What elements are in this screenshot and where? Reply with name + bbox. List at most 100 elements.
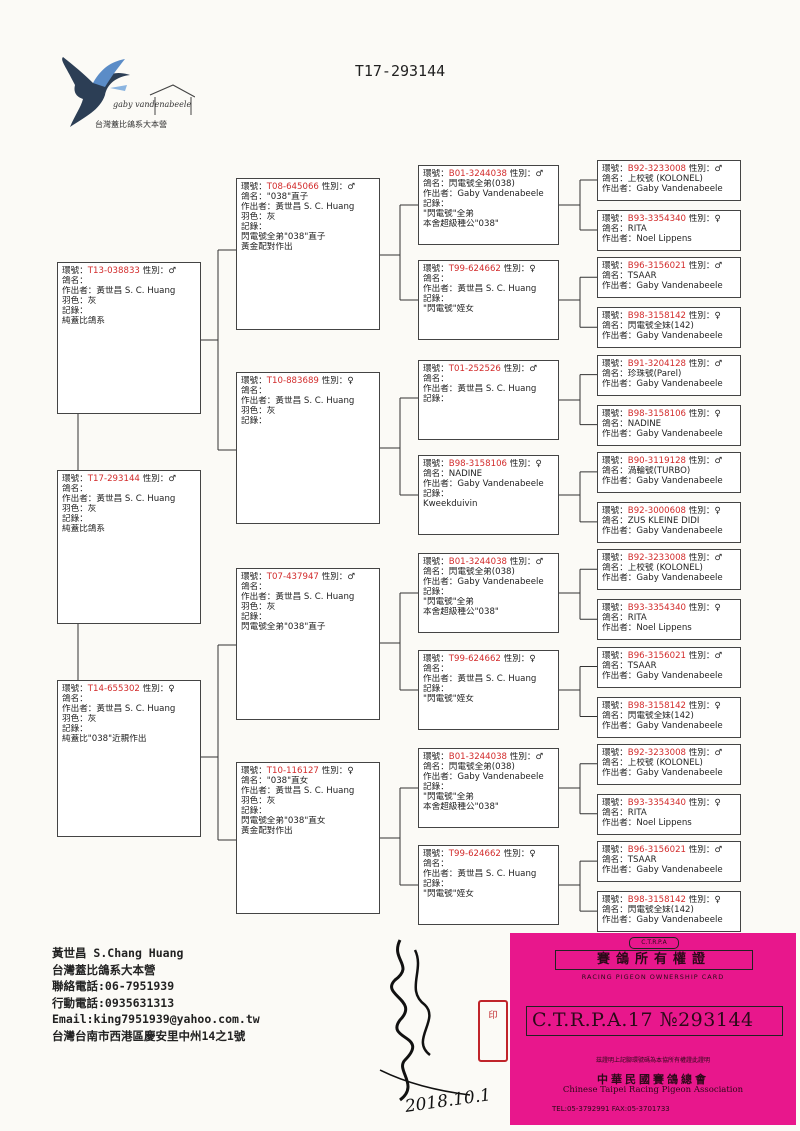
card-note: 純蓋比鴿系 [62, 316, 105, 326]
card-breeder-row: 作出者：Gaby Vandenabeele [602, 331, 723, 342]
card-name-row: 鴿名：TSAAR [602, 271, 657, 282]
card-name-row: 鴿名：RITA [602, 807, 647, 818]
card-record-row: 記錄： [423, 489, 449, 499]
card-color-row: 羽色：灰 [241, 212, 276, 222]
card-ring-row: 環號：B98-3158142 性別：♀ [602, 895, 721, 906]
pedigree-card: 環號：T10-116127 性別：♀鴿名："038"直女作出者：黃世昌 S. C… [236, 762, 380, 914]
card-ring-row: 環號：T10-883689 性別：♀ [241, 376, 354, 386]
card-note: 本舍超級種公"038" [423, 219, 499, 229]
card-record-row: 記錄： [423, 394, 449, 404]
card-breeder-row: 作出者：黃世昌 S. C. Huang [62, 286, 176, 296]
card-color-row: 羽色：灰 [62, 714, 97, 724]
card-name-row: 鴿名： [62, 484, 88, 494]
card-note: 閃電號全弟"038"直子 [241, 622, 326, 632]
card-note: 閃電號全弟"038"直子 [241, 232, 326, 242]
card-ring-row: 環號：T99-624662 性別：♀ [423, 654, 536, 664]
card-name-row: 鴿名：NADINE [423, 469, 483, 479]
card-name-row: 鴿名：渦輪號(TURBO) [602, 465, 691, 476]
card-breeder-row: 作出者：Gaby Vandenabeele [602, 720, 723, 731]
logo-script-text: gaby vandenabeele [113, 100, 191, 109]
card-name-row: 鴿名：TSAAR [602, 855, 657, 866]
certificate-notice: 茲證明上記腳環號碼為本協所有權證此證明 [595, 1057, 710, 1064]
card-record-row: 記錄： [423, 199, 449, 209]
certificate-title-en: RACING PIGEON OWNERSHIP CARD [581, 973, 725, 981]
certificate-number-box [526, 1006, 783, 1036]
signature-date: 2018.10.1 [403, 1085, 492, 1117]
pedigree-card: 環號：T99-624662 性別：♀鴿名：作出者：黃世昌 S. C. Huang… [418, 845, 559, 925]
card-name-row: 鴿名：閃電號全弟(038) [423, 179, 515, 189]
card-name-row: 鴿名：閃電號全妹(142) [602, 710, 694, 721]
card-breeder-row: 作出者：黃世昌 S. C. Huang [241, 396, 355, 406]
card-name-row: 鴿名：上校號 (KOLONEL) [602, 563, 703, 574]
card-ring-row: 環號：T14-655302 性別：♀ [62, 684, 175, 694]
card-name-row: 鴿名： [241, 582, 267, 592]
card-breeder-row: 作出者：Gaby Vandenabeele [602, 767, 723, 778]
card-record-row: 記錄： [62, 306, 88, 316]
card-note: 黃金配對作出 [241, 826, 293, 836]
card-note: "閃電號"姪女 [423, 889, 474, 899]
pedigree-card: 環號：B98-3158142 性別：♀鴿名：閃電號全妹(142)作出者：Gaby… [597, 696, 741, 738]
card-breeder-row: 作出者：Gaby Vandenabeele [602, 573, 723, 584]
card-record-row: 記錄： [241, 612, 267, 622]
card-note: 純蓋比鴿系 [62, 524, 105, 534]
card-ring-row: 環號：B92-3233008 性別：♂ [602, 164, 723, 174]
card-breeder-row: 作出者：Gaby Vandenabeele [602, 281, 723, 292]
card-name-row: 鴿名： [423, 859, 449, 869]
card-ring-row: 環號：B92-3000608 性別：♀ [602, 505, 721, 516]
card-ring-row: 環號：T01-252526 性別：♂ [423, 364, 538, 374]
card-name-row: 鴿名： [423, 274, 449, 284]
card-name-row: 鴿名：閃電號全弟(038) [423, 567, 515, 577]
card-ring-row: 環號：B92-3233008 性別：♂ [602, 553, 723, 564]
card-record-row: 記錄： [423, 294, 449, 304]
pedigree-card: 環號：B01-3244038 性別：♂鴿名：閃電號全弟(038)作出者：Gaby… [418, 165, 559, 245]
card-record-row: 記錄： [241, 416, 267, 426]
pedigree-card: 環號：B92-3233008 性別：♂鴿名：上校號 (KOLONEL)作出者：G… [597, 743, 741, 785]
card-name-row: 鴿名：閃電號全妹(142) [602, 905, 694, 916]
contact-email: Email:king7951939@yahoo.com.tw [52, 1012, 260, 1026]
card-breeder-row: 作出者：Gaby Vandenabeele [602, 475, 723, 486]
card-ring-row: 環號：T07-437947 性別：♂ [241, 572, 356, 582]
card-name-row: 鴿名：RITA [602, 224, 647, 234]
card-color-row: 羽色：灰 [241, 406, 276, 416]
card-ring-row: 環號：B01-3244038 性別：♂ [423, 557, 544, 567]
card-name-row: 鴿名：RITA [602, 613, 647, 624]
card-name-row: 鴿名： [423, 664, 449, 674]
card-name-row: 鴿名：上校號 (KOLONEL) [602, 174, 703, 184]
contact-block: 黃世昌 S.Chang Huang 台灣蓋比鴿系大本營 聯絡電話:06-7951… [52, 945, 260, 1044]
card-name-row: 鴿名： [62, 694, 88, 704]
card-color-row: 羽色：灰 [241, 602, 276, 612]
card-ring-row: 環號：B91-3204128 性別：♂ [602, 358, 723, 369]
card-name-row: 鴿名：NADINE [602, 418, 662, 429]
card-breeder-row: 作出者：Gaby Vandenabeele [602, 378, 723, 389]
card-note: Kweekduivin [423, 499, 478, 509]
card-ring-row: 環號：B93-3354340 性別：♀ [602, 214, 721, 224]
card-breeder-row: 作出者：Gaby Vandenabeele [602, 670, 723, 681]
card-ring-row: 環號：B93-3354340 性別：♀ [602, 603, 721, 614]
card-name-row: 鴿名："038"直女 [241, 776, 309, 786]
pedigree-card: 環號：T99-624662 性別：♀鴿名：作出者：黃世昌 S. C. Huang… [418, 260, 559, 340]
handwritten-signature: 2018.10.1 [379, 939, 492, 1117]
certificate-tel: TEL:05-3792991 FAX:05-3701733 [552, 1105, 670, 1113]
card-ring-row: 環號：T17-293144 性別：♂ [62, 474, 177, 484]
card-record-row: 記錄： [423, 587, 449, 597]
card-note: "閃電號"全弟 [423, 597, 474, 607]
card-breeder-row: 作出者：黃世昌 S. C. Huang [241, 592, 355, 602]
card-breeder-row: 作出者：Gaby Vandenabeele [602, 915, 723, 926]
contact-address: 台灣台南市西港區慶安里中州14之1號 [52, 1028, 246, 1043]
pedigree-card: 環號：T07-437947 性別：♂鴿名：作出者：黃世昌 S. C. Huang… [236, 568, 380, 720]
card-name-row: 鴿名：珍珠號(Parel) [602, 368, 682, 379]
card-note: 閃電號全弟"038"直女 [241, 816, 326, 826]
card-color-row: 羽色：灰 [62, 504, 97, 514]
card-name-row: 鴿名：上校號 (KOLONEL) [602, 757, 703, 768]
card-note: "閃電號"姪女 [423, 694, 474, 704]
card-breeder-row: 作出者：Gaby Vandenabeele [423, 577, 544, 587]
pedigree-card: 環號：B98-3158142 性別：♀鴿名：閃電號全妹(142)作出者：Gaby… [597, 307, 741, 349]
card-ring-row: 環號：B93-3354340 性別：♀ [602, 797, 721, 808]
card-ring-row: 環號：B01-3244038 性別：♂ [423, 752, 544, 762]
pedigree-card: 環號：T13-038833 性別：♂鴿名：作出者：黃世昌 S. C. Huang… [57, 262, 201, 414]
